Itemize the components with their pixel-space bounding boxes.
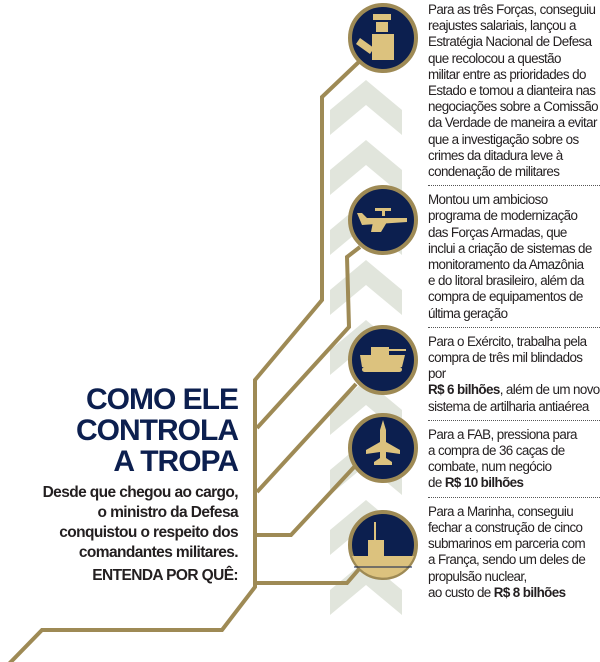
items-column: Para as três Forças, conseguiu reajustes… <box>428 2 600 601</box>
fighter-jet-icon <box>348 413 418 483</box>
item-salaries: Para as três Forças, conseguiu reajustes… <box>428 2 600 180</box>
intro-column: COMO ELE CONTROLA A TROPA Desde que cheg… <box>0 383 239 586</box>
item-modernization: Montou um ambicioso programa de moderniz… <box>428 192 600 322</box>
dotted-divider <box>428 185 600 187</box>
connector-lines <box>8 56 365 662</box>
tank-icon <box>348 325 418 395</box>
item-amount: R$ 10 bilhões <box>444 475 524 491</box>
item-text: Montou um ambicioso programa de moderniz… <box>428 192 592 321</box>
officer-icon <box>348 3 418 73</box>
item-text: Para as três Forças, conseguiu reajustes… <box>428 2 599 180</box>
dotted-divider <box>428 419 600 421</box>
item-air-force: Para a FAB, pressiona para a compra de 3… <box>428 427 600 492</box>
item-text: , além de um novo sistema de artilharia … <box>428 382 600 414</box>
item-amount: R$ 8 bilhões <box>493 584 566 600</box>
item-text: Para o Exército, trabalha pela compra de… <box>428 333 587 382</box>
item-amount: R$ 6 bilhões <box>428 382 500 398</box>
submarine-icon <box>348 510 418 580</box>
item-text: Para a FAB, pressiona para a compra de 3… <box>428 426 578 491</box>
call-to-read: ENTENDA POR QUÊ: <box>92 567 238 584</box>
surveillance-plane-icon <box>348 185 418 255</box>
dotted-divider <box>428 326 600 328</box>
item-army: Para o Exército, trabalha pela compra de… <box>428 334 600 415</box>
item-navy: Para a Marinha, conseguiu fechar a const… <box>428 504 600 601</box>
headline: COMO ELE CONTROLA A TROPA <box>76 383 239 478</box>
item-text: Para a Marinha, conseguiu fechar a const… <box>428 503 586 600</box>
dotted-divider <box>428 496 600 498</box>
subheadline: Desde que chegou ao cargo, o ministro da… <box>42 484 239 561</box>
